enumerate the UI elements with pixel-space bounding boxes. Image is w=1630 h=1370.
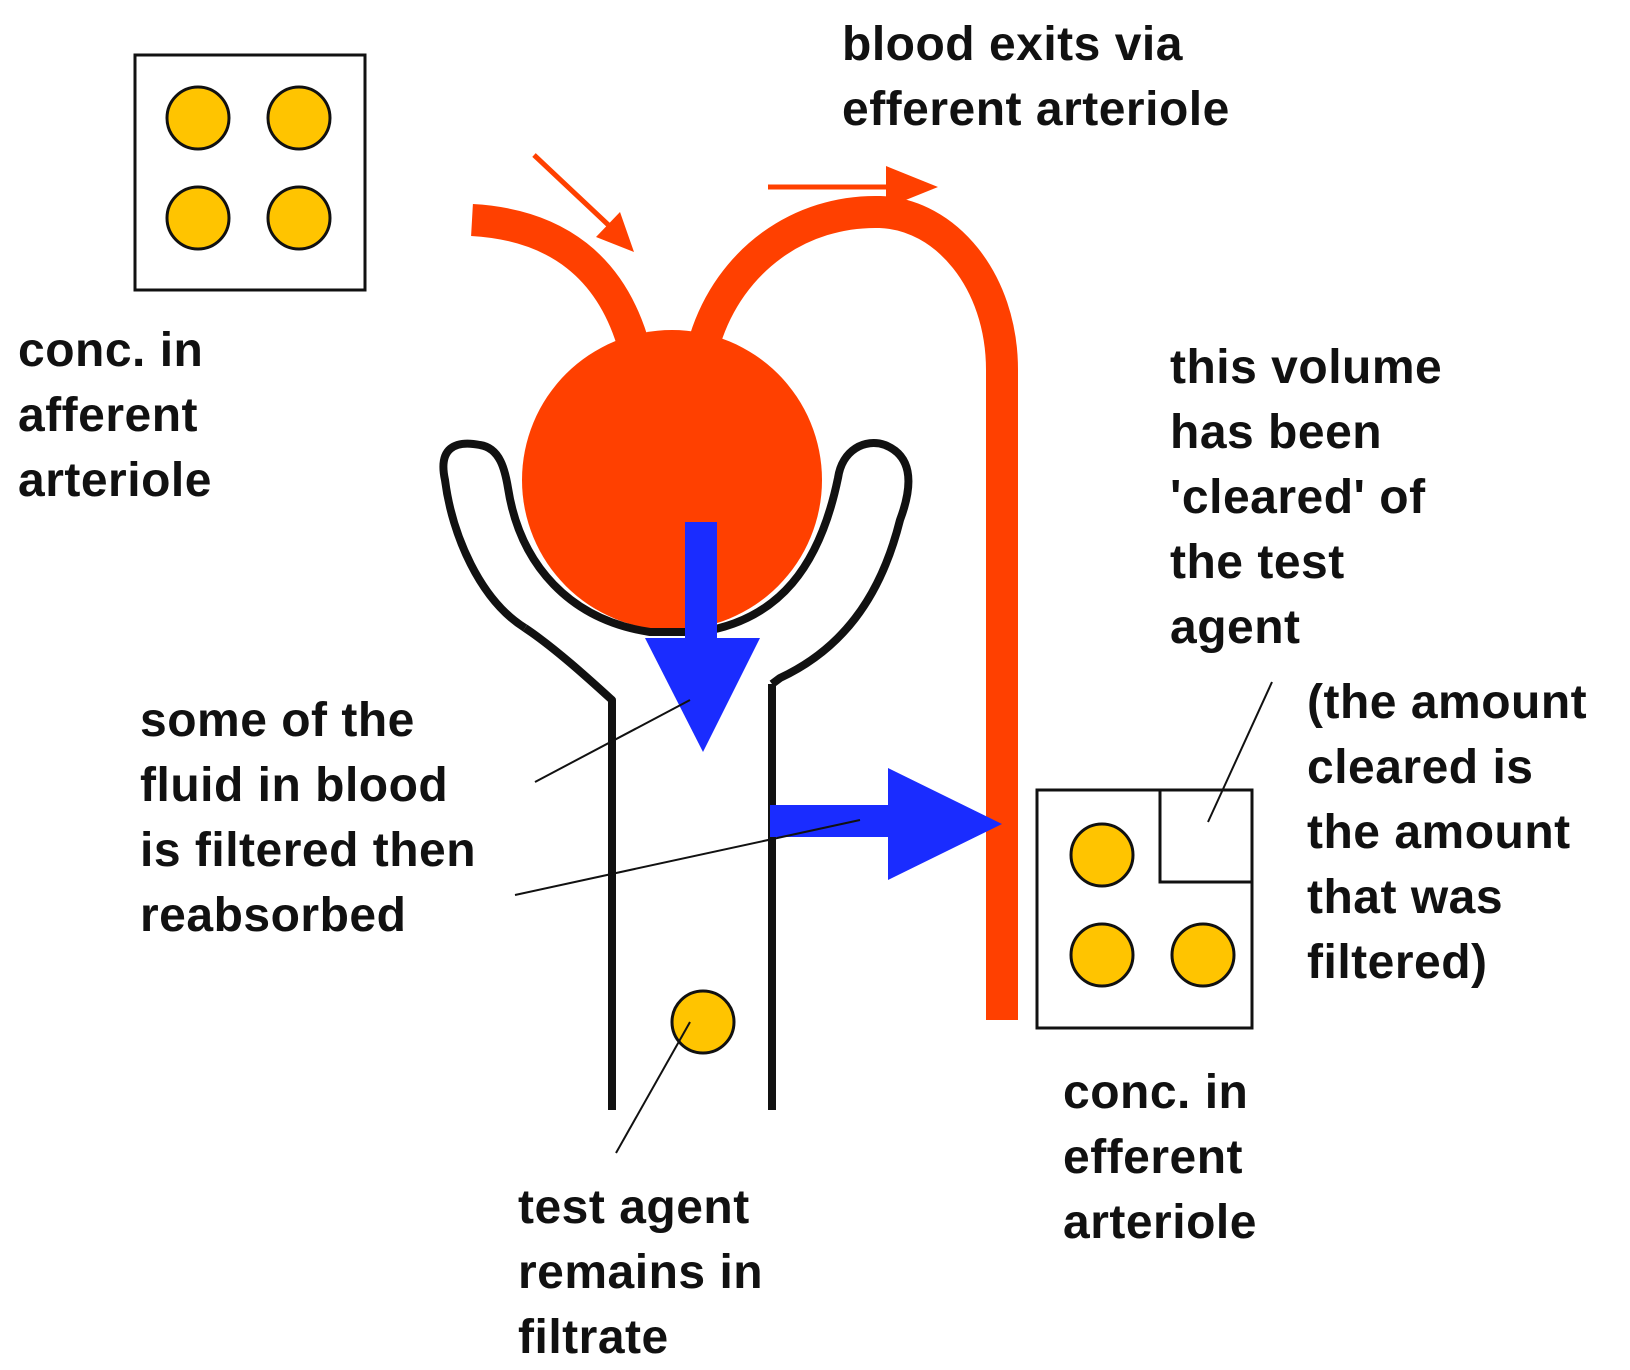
amount-cleared-label: (the amount cleared is the amount that w… <box>1307 670 1587 995</box>
cleared-volume-line: 'cleared' of <box>1170 465 1442 530</box>
tubule-left-wall <box>525 628 612 1110</box>
reabsorbed-line: fluid in blood <box>140 753 476 818</box>
reabsorbed-label: some of the fluid in blood is filtered t… <box>140 688 476 948</box>
afferent-molecule <box>167 187 229 249</box>
cleared-volume-square <box>1160 790 1252 882</box>
efferent-exit-line: efferent arteriole <box>842 77 1230 142</box>
afferent-label-line: arteriole <box>18 448 212 513</box>
efferent-concentration-box <box>1037 790 1252 1028</box>
filtrate-line: remains in <box>518 1240 763 1305</box>
afferent-label-line: afferent <box>18 383 212 448</box>
leader-line-filtrate <box>616 1022 690 1153</box>
cleared-volume-line: the test <box>1170 530 1442 595</box>
efferent-molecule <box>1172 924 1234 986</box>
filtrate-line: filtrate <box>518 1305 763 1370</box>
reabsorbed-line: some of the <box>140 688 476 753</box>
amount-cleared-line: (the amount <box>1307 670 1587 735</box>
amount-cleared-line: the amount <box>1307 800 1587 865</box>
efferent-molecule <box>1071 824 1133 886</box>
cleared-volume-label: this volume has been 'cleared' of the te… <box>1170 335 1442 660</box>
reabsorbed-line: is filtered then <box>140 818 476 883</box>
afferent-molecule <box>268 87 330 149</box>
filtrate-label: test agent remains in filtrate <box>518 1175 763 1370</box>
afferent-molecule <box>167 87 229 149</box>
cleared-volume-line: this volume <box>1170 335 1442 400</box>
afferent-concentration-box <box>135 55 365 290</box>
afferent-molecule <box>268 187 330 249</box>
efferent-exit-line: blood exits via <box>842 12 1230 77</box>
cleared-volume-line: agent <box>1170 595 1442 660</box>
efferent-exit-label: blood exits via efferent arteriole <box>842 12 1230 142</box>
amount-cleared-line: filtered) <box>1307 930 1587 995</box>
efferent-concentration-label: conc. in efferent arteriole <box>1063 1060 1257 1255</box>
leader-line-reabsorbed <box>515 820 860 895</box>
efferent-label-line: arteriole <box>1063 1190 1257 1255</box>
efferent-label-line: conc. in <box>1063 1060 1257 1125</box>
reabsorbed-line: reabsorbed <box>140 883 476 948</box>
cleared-volume-line: has been <box>1170 400 1442 465</box>
efferent-label-line: efferent <box>1063 1125 1257 1190</box>
filtrate-molecule <box>672 991 734 1053</box>
afferent-concentration-label: conc. in afferent arteriole <box>18 318 212 513</box>
amount-cleared-line: that was <box>1307 865 1587 930</box>
afferent-box-frame <box>135 55 365 290</box>
filtrate-line: test agent <box>518 1175 763 1240</box>
efferent-molecule <box>1071 924 1133 986</box>
glomerulus <box>522 330 822 630</box>
reabsorption-arrow <box>770 768 1002 880</box>
afferent-label-line: conc. in <box>18 318 212 383</box>
amount-cleared-line: cleared is <box>1307 735 1587 800</box>
